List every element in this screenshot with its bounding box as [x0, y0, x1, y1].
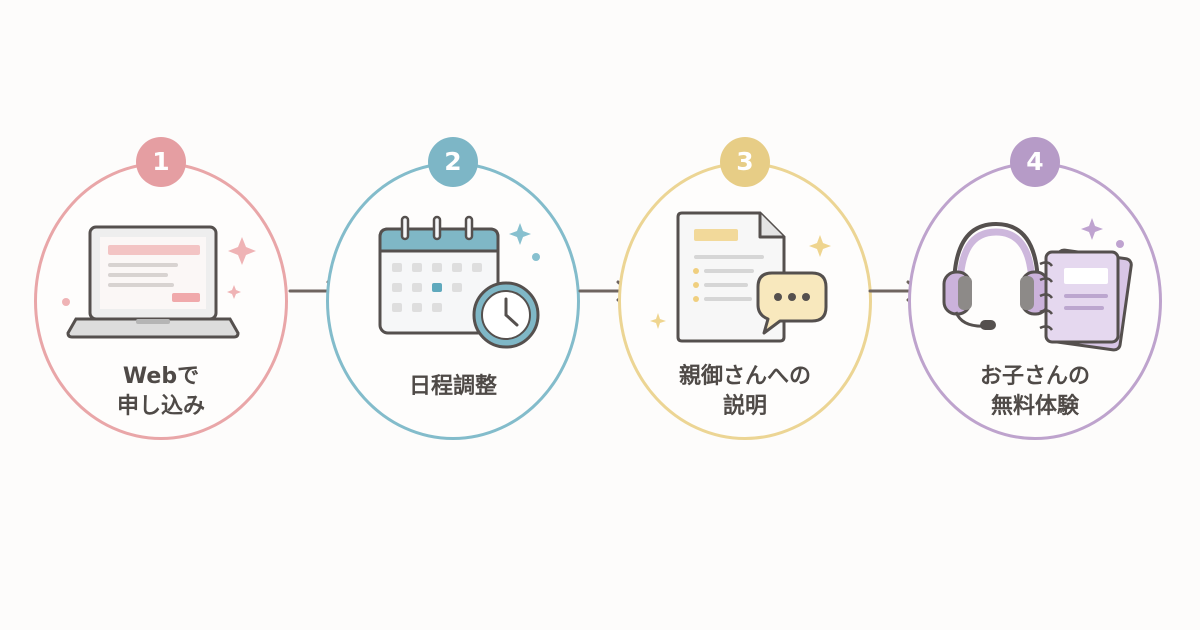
calendar-clock-icon [378, 215, 540, 349]
step-2: 2 日程調整 [326, 137, 580, 440]
step-3: 3 親御さんへの 説明 [618, 137, 872, 440]
step-1-label: Webで 申し込み [116, 364, 205, 419]
document-chat-icon [650, 211, 831, 343]
headset-notebook-icon [942, 218, 1133, 352]
step-3-label: 親御さんへの 説明 [678, 364, 811, 419]
step-4-label: お子さんの 無料体験 [979, 364, 1090, 419]
laptop-icon [62, 225, 256, 339]
step-1: 1 Webで 申し込み [34, 137, 288, 440]
step-2-label: 日程調整 [408, 374, 497, 399]
step-2-badge: 2 [428, 137, 478, 187]
step-3-badge: 3 [720, 137, 770, 187]
step-4-badge: 4 [1010, 137, 1060, 187]
step-4: 4 お子さんの 無料体験 [908, 137, 1162, 440]
step-1-badge: 1 [136, 137, 186, 187]
